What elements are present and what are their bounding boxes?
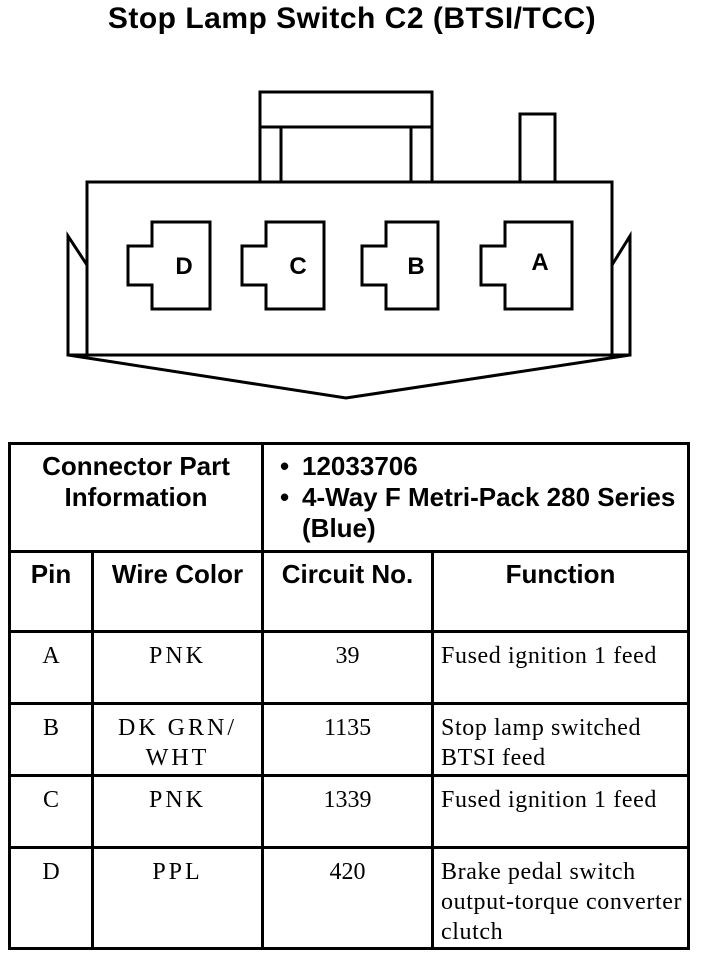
header-row: Pin Wire Color Circuit No. Function <box>8 550 691 633</box>
wire-color-cell: PPL <box>90 846 265 950</box>
part-info-value: 12033706 4-Way F Metri-Pack 280 Series (… <box>261 442 691 553</box>
wire-color-cell: PNK <box>90 630 265 705</box>
connector-drawing: D C B A <box>66 90 632 400</box>
circuit-no-cell: 1339 <box>261 774 435 849</box>
pin-cell: D <box>8 846 94 950</box>
connector-latch <box>258 90 434 182</box>
part-number: 12033706 <box>280 451 687 482</box>
pin-cell: B <box>8 702 94 777</box>
cavity-b-outline <box>360 220 440 311</box>
cavity-d-outline <box>126 220 212 311</box>
connector-right-wing <box>610 230 632 357</box>
table-row: D PPL 420 Brake pedal switch output-torq… <box>8 846 691 950</box>
cavity-a-outline <box>479 220 574 311</box>
connector-tab <box>518 112 557 182</box>
circuit-no-cell: 1135 <box>261 702 435 777</box>
cavity-c-outline <box>240 220 326 311</box>
circuit-no-cell: 420 <box>261 846 435 950</box>
table-row: A PNK 39 Fused ignition 1 feed <box>8 630 691 705</box>
connector-info-table: Connector Part Information 12033706 4-Wa… <box>7 442 691 950</box>
function-cell: Fused ignition 1 feed <box>431 774 691 849</box>
wire-color-cell: DK GRN/ WHT <box>90 702 265 777</box>
part-description: 4-Way F Metri-Pack 280 Series (Blue) <box>280 482 687 544</box>
part-info-row: Connector Part Information 12033706 4-Wa… <box>7 442 691 553</box>
connector-left-wing <box>66 230 89 357</box>
connector-body <box>85 180 614 355</box>
part-info-list: 12033706 4-Way F Metri-Pack 280 Series (… <box>264 445 687 544</box>
cavity-label-d: D <box>175 253 192 280</box>
function-cell: Stop lamp switched BTSI feed <box>431 702 691 777</box>
header-function: Function <box>431 550 691 633</box>
function-cell: Brake pedal switch output-torque convert… <box>431 846 691 950</box>
cavity-label-b: B <box>407 253 424 280</box>
connector-bottom-v <box>67 353 631 400</box>
pin-cell: C <box>8 774 94 849</box>
function-cell: Fused ignition 1 feed <box>431 630 691 705</box>
part-info-label: Connector Part Information <box>7 442 265 553</box>
cavity-label-a: A <box>531 249 548 276</box>
table-row: B DK GRN/ WHT 1135 Stop lamp switched BT… <box>8 702 691 777</box>
header-pin: Pin <box>8 550 94 633</box>
pin-cell: A <box>8 630 94 705</box>
circuit-no-cell: 39 <box>261 630 435 705</box>
header-circuit-no: Circuit No. <box>261 550 435 633</box>
header-wire-color: Wire Color <box>90 550 265 633</box>
wire-color-cell: PNK <box>90 774 265 849</box>
table-row: C PNK 1339 Fused ignition 1 feed <box>8 774 691 849</box>
diagram-title: Stop Lamp Switch C2 (BTSI/TCC) <box>107 2 597 35</box>
cavity-label-c: C <box>289 253 306 280</box>
